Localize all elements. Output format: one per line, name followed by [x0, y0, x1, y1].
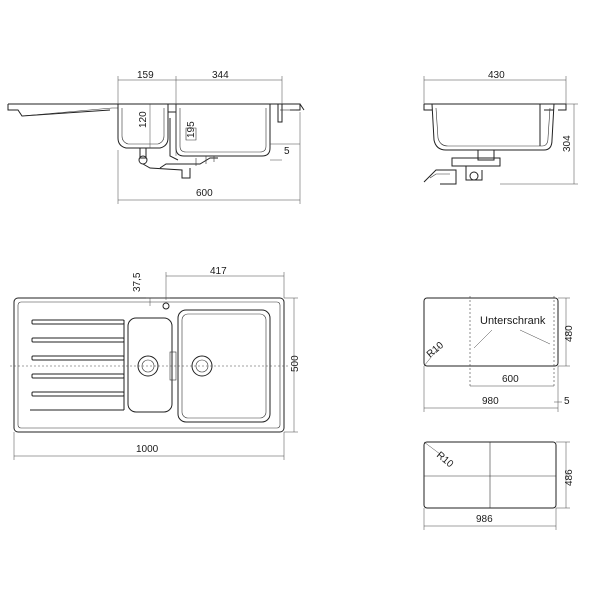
dim-486: 486 [564, 469, 575, 486]
dim-600-cutout: 600 [502, 374, 519, 385]
dim-159: 159 [137, 70, 154, 81]
side-section-view: 159 344 120 195 5 600 [7, 70, 305, 204]
cutout-label: Unterschrank [480, 315, 546, 327]
cutout-radius: R10 [425, 340, 446, 361]
dim-195: 195 [186, 121, 197, 138]
dim-5: 5 [284, 146, 290, 157]
top-view: 417 37,5 500 1000 [10, 266, 301, 460]
dim-37-5: 37,5 [132, 272, 143, 292]
dim-980: 980 [482, 396, 499, 407]
dim-500: 500 [290, 355, 301, 372]
dim-304: 304 [562, 135, 573, 152]
dim-5-cutout: 5 [564, 396, 570, 407]
cutout-view: Unterschrank R10 480 600 980 5 [423, 296, 575, 412]
dim-1000: 1000 [136, 444, 159, 455]
end-section-view: 430 304 [423, 70, 578, 185]
dim-480: 480 [564, 325, 575, 342]
cutout-2-radius: R10 [434, 450, 455, 471]
dim-417: 417 [210, 266, 227, 277]
dim-986: 986 [476, 514, 493, 525]
dim-344: 344 [212, 70, 229, 81]
cutout-view-2: R10 486 986 [423, 441, 575, 530]
dim-430: 430 [488, 70, 505, 81]
dim-120: 120 [138, 111, 149, 128]
dim-600-side: 600 [196, 188, 213, 199]
